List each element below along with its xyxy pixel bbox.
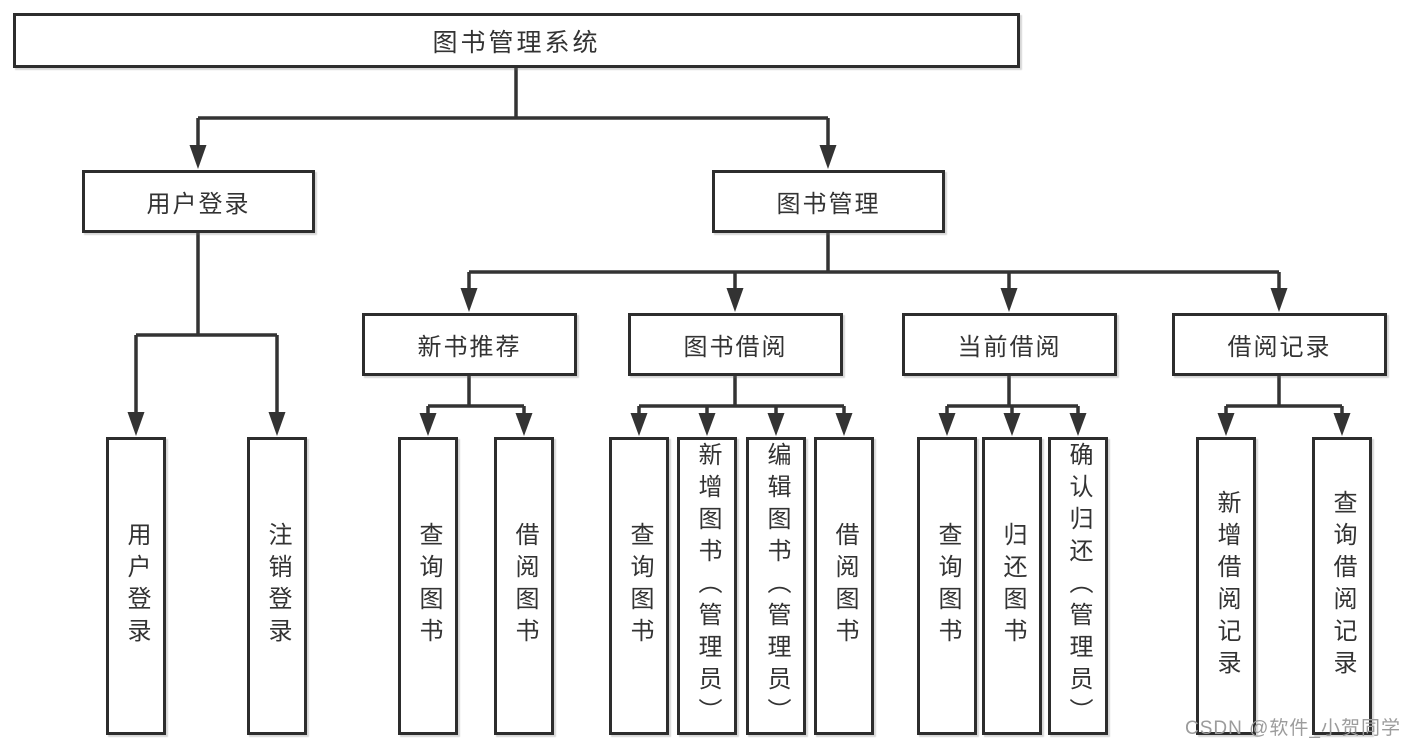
- leaf-borrow-book-recommend-label: 借阅图书: [511, 522, 538, 650]
- leaf-borrow-book: 借阅图书: [814, 437, 874, 735]
- leaf-user-login-label: 用户登录: [123, 522, 150, 650]
- leaf-logout-label: 注销登录: [264, 522, 291, 650]
- node-new-book-recommend-label: 新书推荐: [417, 334, 522, 361]
- leaf-logout: 注销登录: [247, 437, 307, 735]
- leaf-add-borrow-record: 新增借阅记录: [1196, 437, 1256, 735]
- leaf-edit-book-admin-label: 编辑图书（管理员）: [763, 442, 790, 730]
- csdn-watermark: CSDN @软件_小贺同学: [1185, 718, 1401, 739]
- leaf-add-book-admin: 新增图书（管理员）: [677, 437, 737, 735]
- leaf-user-login: 用户登录: [106, 437, 166, 735]
- leaf-query-book-recommend-label: 查询图书: [415, 522, 442, 650]
- leaf-query-borrow-record-label: 查询借阅记录: [1329, 490, 1356, 682]
- leaf-query-book-current-label: 查询图书: [934, 522, 961, 650]
- node-borrow-record-label: 借阅记录: [1227, 334, 1332, 361]
- leaf-return-book-label: 归还图书: [999, 522, 1026, 650]
- node-book-management-label: 图书管理: [776, 191, 881, 218]
- leaf-borrow-book-label: 借阅图书: [831, 522, 858, 650]
- node-book-borrow: 图书借阅: [628, 313, 843, 376]
- leaf-query-borrow-record: 查询借阅记录: [1312, 437, 1372, 735]
- leaf-confirm-return-admin: 确认归还（管理员）: [1048, 437, 1108, 735]
- arrowhead-icons: [127, 145, 1351, 436]
- leaf-query-book-current: 查询图书: [917, 437, 977, 735]
- leaf-add-book-admin-label: 新增图书（管理员）: [694, 442, 721, 730]
- leaf-confirm-return-admin-label: 确认归还（管理员）: [1065, 442, 1092, 730]
- leaf-borrow-book-recommend: 借阅图书: [494, 437, 554, 735]
- node-user-login-label: 用户登录: [146, 191, 251, 218]
- node-current-borrow: 当前借阅: [902, 313, 1117, 376]
- node-current-borrow-label: 当前借阅: [957, 334, 1062, 361]
- leaf-query-book-borrow-label: 查询图书: [626, 522, 653, 650]
- node-book-borrow-label: 图书借阅: [683, 334, 788, 361]
- node-library-management-system-label: 图书管理系统: [432, 28, 601, 57]
- leaf-edit-book-admin: 编辑图书（管理员）: [746, 437, 806, 735]
- leaf-query-book-borrow: 查询图书: [609, 437, 669, 735]
- leaf-return-book: 归还图书: [982, 437, 1042, 735]
- node-borrow-record: 借阅记录: [1172, 313, 1387, 376]
- node-library-management-system: 图书管理系统: [13, 13, 1020, 68]
- node-new-book-recommend: 新书推荐: [362, 313, 577, 376]
- node-user-login: 用户登录: [82, 170, 315, 233]
- leaf-query-book-recommend: 查询图书: [398, 437, 458, 735]
- leaf-add-borrow-record-label: 新增借阅记录: [1213, 490, 1240, 682]
- node-book-management: 图书管理: [712, 170, 945, 233]
